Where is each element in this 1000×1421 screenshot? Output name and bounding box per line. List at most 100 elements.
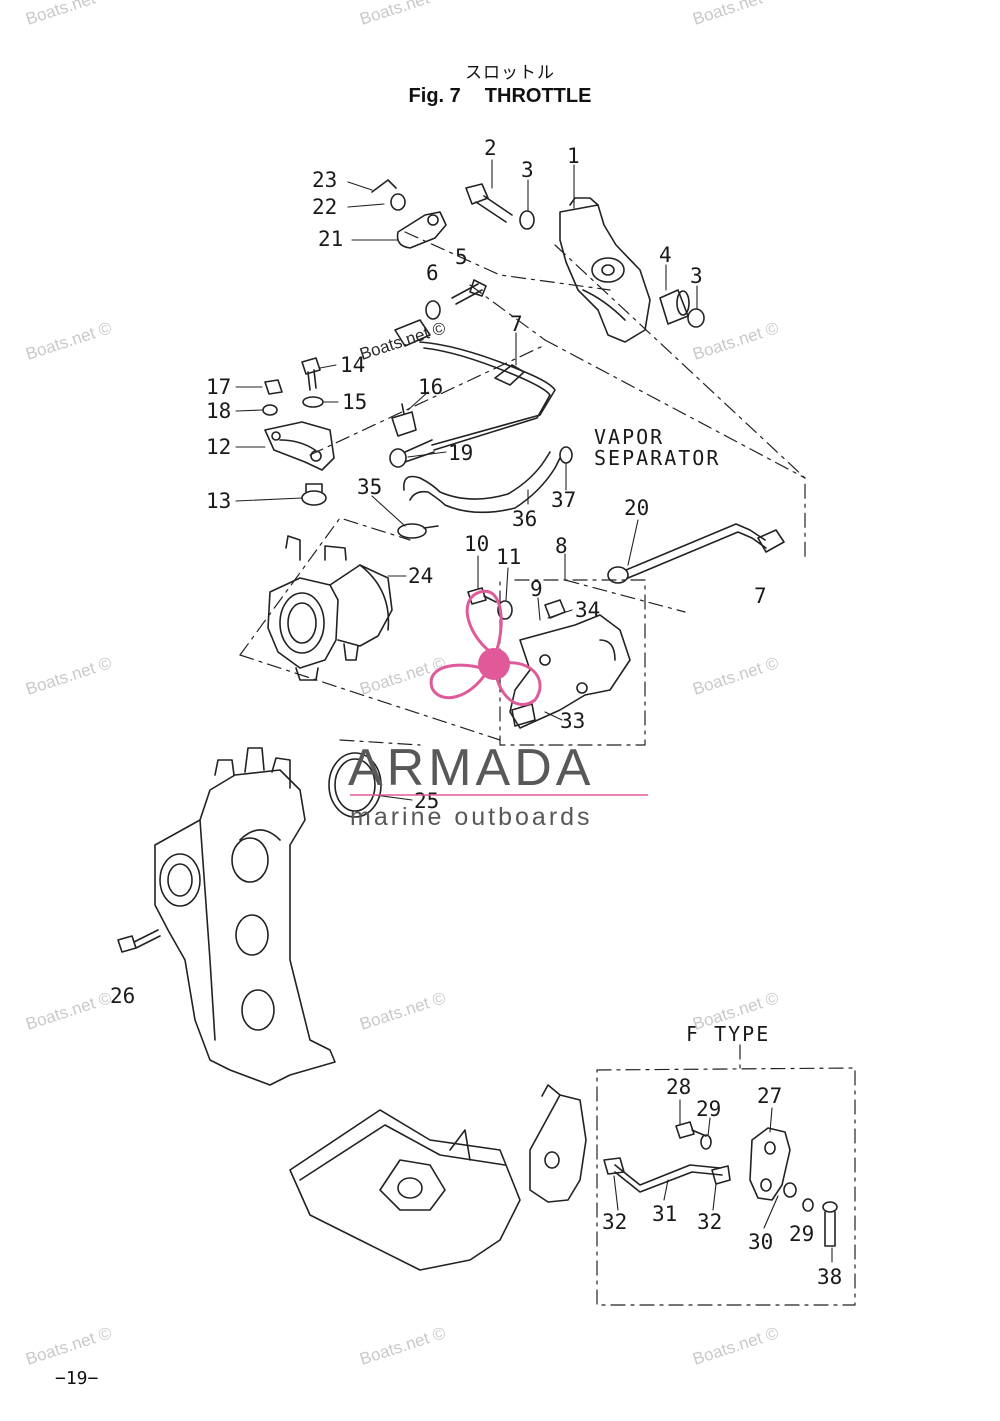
callout-8: 8 xyxy=(555,534,568,558)
bolt-14 xyxy=(301,357,321,391)
bracket-12 xyxy=(264,421,335,471)
washer-18 xyxy=(262,404,278,416)
callout-4: 4 xyxy=(659,243,672,267)
callout-17: 17 xyxy=(206,375,231,399)
watermarks: Boats.net © Boats.net © Boats.net © Boat… xyxy=(23,0,781,1369)
collar-30 xyxy=(783,1182,797,1198)
collar-4 xyxy=(659,289,690,325)
separator-label: SEPARATOR xyxy=(594,446,720,470)
clip-32 xyxy=(603,1157,625,1175)
callout-1: 1 xyxy=(567,144,580,168)
fitting-16 xyxy=(391,403,417,437)
pin-38 xyxy=(822,1201,838,1247)
watermark: Boats.net © xyxy=(357,0,448,29)
callout-37: 37 xyxy=(551,488,576,512)
leader-lines xyxy=(235,159,833,1263)
callout-20: 20 xyxy=(624,496,649,520)
watermark: Boats.net © xyxy=(357,1323,448,1369)
nut-17 xyxy=(264,379,283,395)
washer-11 xyxy=(497,600,513,620)
assembly-guides xyxy=(239,231,856,1306)
callout-3b: 3 xyxy=(690,264,703,288)
linkage-assembly-8 xyxy=(509,599,631,729)
bolt-2 xyxy=(465,183,513,223)
clip-35 xyxy=(397,523,439,539)
callout-10: 10 xyxy=(464,532,489,556)
callout-32: 32 xyxy=(602,1210,627,1234)
callout-5: 5 xyxy=(455,245,468,269)
callout-36: 36 xyxy=(512,507,537,531)
callout-15: 15 xyxy=(342,390,367,414)
armada-logo: ARMADA marine outboards xyxy=(348,589,648,831)
page-number: −19− xyxy=(55,1368,99,1389)
watermark: Boats.net © xyxy=(23,653,114,699)
figure-name: THROTTLE xyxy=(484,85,592,107)
callout-14: 14 xyxy=(340,353,365,377)
fitting-37 xyxy=(559,446,573,464)
throttle-cam xyxy=(559,197,651,343)
gasket-25 xyxy=(328,752,382,818)
callout-7: 7 xyxy=(510,312,523,336)
callout-31: 31 xyxy=(652,1202,677,1226)
callout-16: 16 xyxy=(418,375,443,399)
watermark: Boats.net © xyxy=(23,0,114,29)
callout-30: 30 xyxy=(748,1230,773,1254)
watermark: Boats.net © xyxy=(690,0,781,29)
callout-38: 38 xyxy=(817,1265,842,1289)
bolt-5 xyxy=(451,279,487,305)
callout-21: 21 xyxy=(318,227,343,251)
intake-manifold-26 xyxy=(154,747,336,1086)
callout-29: 29 xyxy=(696,1097,721,1121)
watermark: Boats.net © xyxy=(23,318,114,364)
engine-block xyxy=(289,1109,521,1271)
link-rod-7 xyxy=(394,319,556,451)
callout-27: 27 xyxy=(757,1084,782,1108)
callout-24: 24 xyxy=(408,564,433,588)
washer-3b xyxy=(687,308,705,328)
rod-31 xyxy=(614,1164,723,1193)
rod-20 xyxy=(607,523,785,584)
callout-32b: 32 xyxy=(697,1210,722,1234)
callout-18: 18 xyxy=(206,399,231,423)
callout-13: 13 xyxy=(206,489,231,513)
callout-23: 23 xyxy=(312,168,337,192)
callout-28: 28 xyxy=(666,1075,691,1099)
f-type-label: F TYPE xyxy=(686,1022,770,1046)
watermark-bold: Boats.net © xyxy=(357,318,448,364)
rod-end-21 xyxy=(396,211,447,249)
callout-25: 25 xyxy=(414,789,439,813)
hose-19 xyxy=(389,439,435,468)
callout-11: 11 xyxy=(496,545,521,569)
armada-wordmark: ARMADA xyxy=(348,739,594,797)
callout-2: 2 xyxy=(484,136,497,160)
washer-15 xyxy=(302,396,324,408)
hose-36 xyxy=(403,451,561,514)
vapor-label: VAPOR xyxy=(594,425,664,449)
callout-3: 3 xyxy=(521,158,534,182)
bolt-26 xyxy=(117,929,161,953)
japanese-title: スロットル xyxy=(465,63,555,83)
callout-22: 22 xyxy=(312,195,337,219)
washer-29 xyxy=(700,1134,712,1150)
callout-9: 9 xyxy=(530,577,543,601)
callout-29b: 29 xyxy=(789,1222,814,1246)
callout-labels: 23 22 21 2 3 1 6 5 4 3 7 14 17 18 15 16 … xyxy=(110,136,842,1289)
callout-26: 26 xyxy=(110,984,135,1008)
clip-32b xyxy=(711,1165,731,1185)
callout-35: 35 xyxy=(357,475,382,499)
callout-34: 34 xyxy=(575,598,600,622)
washer-6 xyxy=(425,300,441,320)
throttle-body-24 xyxy=(267,535,393,681)
armada-tagline: marine outboards xyxy=(350,803,593,831)
lever-27 xyxy=(749,1127,791,1201)
propeller-icon xyxy=(429,589,542,707)
clip-22 xyxy=(371,179,406,211)
callout-7b: 7 xyxy=(754,584,767,608)
grommet-13 xyxy=(301,483,327,506)
watermark: Boats.net © xyxy=(23,988,114,1034)
callout-12: 12 xyxy=(206,435,231,459)
watermark: Boats.net © xyxy=(690,653,781,699)
washer-3 xyxy=(519,210,535,230)
